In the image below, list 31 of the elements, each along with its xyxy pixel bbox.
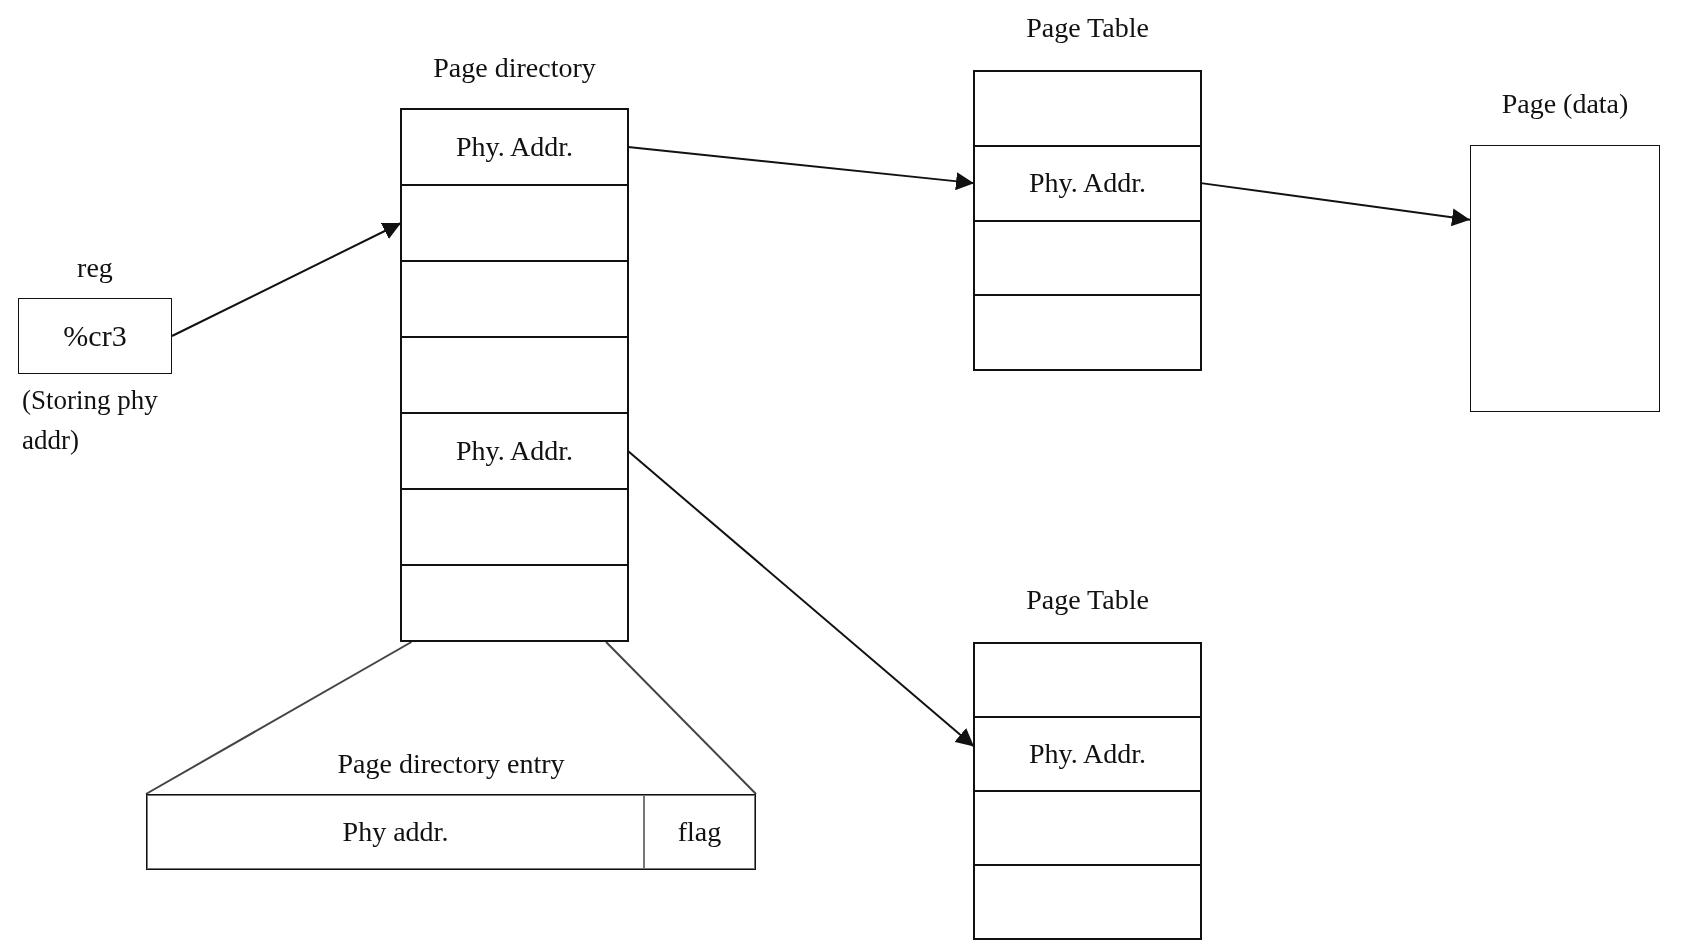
table-entry (974, 643, 1201, 717)
arrow (1200, 182, 1471, 227)
table-entry: Phy. Addr. (974, 145, 1201, 221)
table-entry (401, 489, 628, 565)
arrow (171, 222, 402, 337)
connector-line (605, 641, 757, 795)
table-entry (974, 220, 1201, 296)
table-entry: flag (644, 795, 755, 869)
connector-line (145, 641, 413, 795)
table-entry: Phy. Addr. (401, 413, 628, 489)
note-text: (Storing phy addr) (22, 384, 159, 457)
entry-title: Page directory entry (336, 748, 566, 780)
table-title: Page directory (432, 52, 597, 84)
table-title: Page (data) (1500, 88, 1630, 120)
table-entry: Phy. Addr. (401, 109, 628, 185)
table-entry (974, 865, 1201, 939)
table-entry (974, 71, 1201, 146)
table-title: reg (76, 252, 114, 284)
table-entry: Phy addr. (147, 795, 644, 869)
table-entry (974, 791, 1201, 865)
register-name: %cr3 (63, 319, 127, 353)
table-title: Page Table (1025, 584, 1150, 616)
arrow (627, 450, 975, 748)
arrow (627, 146, 975, 191)
table-entry: Phy. Addr. (974, 717, 1201, 791)
table-entry (974, 295, 1201, 370)
table-entry (401, 261, 628, 337)
table-title: Page Table (1025, 12, 1150, 44)
table-entry (401, 565, 628, 641)
table-entry (401, 337, 628, 413)
table-entry (401, 185, 628, 261)
